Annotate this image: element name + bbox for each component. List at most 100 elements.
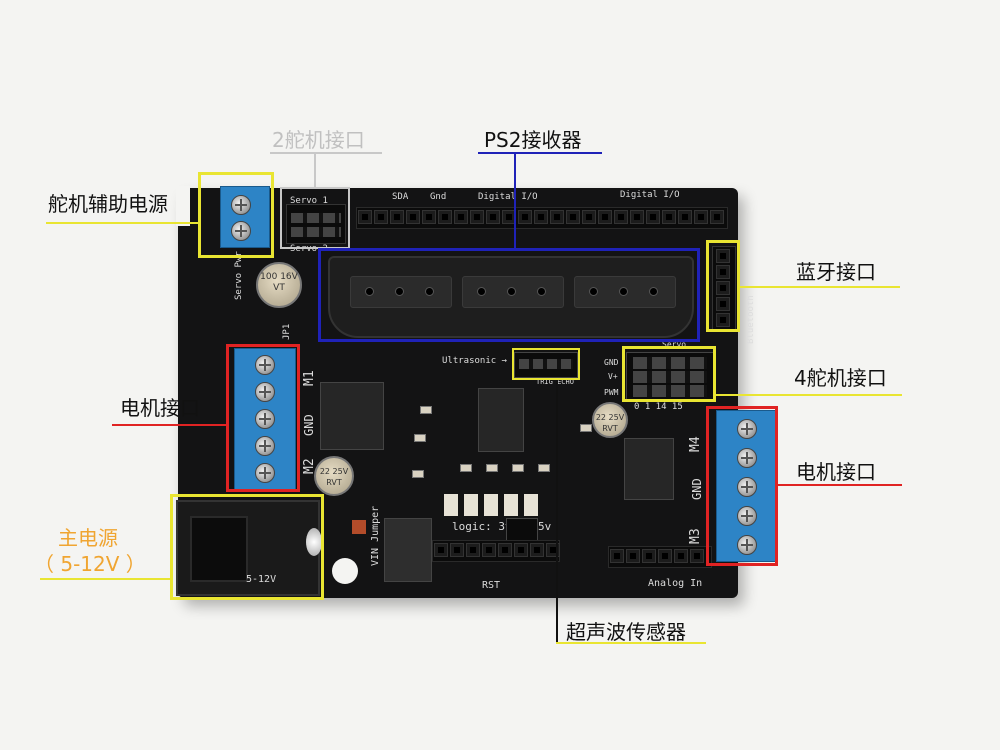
label-motor-port-left: 电机接口 (120, 396, 200, 420)
label-ultrasonic-sensor: 超声波传感器 (566, 620, 686, 644)
voltage-regulator (384, 518, 432, 582)
silk-servo2: Servo 2 (290, 244, 328, 254)
silk-servo-hdr: Servo (662, 340, 687, 349)
terminal-screw (737, 419, 757, 439)
silk-trig-echo: TRIG ECHO (536, 378, 574, 386)
smd-component (414, 434, 426, 442)
terminal-screw (255, 409, 275, 429)
smd-component (486, 464, 498, 472)
ultrasonic-header (514, 352, 578, 378)
motor-terminal-m3-m4 (716, 410, 776, 562)
silk-pwm-numbers: 0 1 14 15 (634, 402, 683, 412)
pwm-driver-chip (478, 388, 524, 452)
callout-line-ultrasonic-vertical (556, 380, 558, 642)
silk-m4: M4 (688, 436, 703, 452)
bluetooth-header (712, 246, 736, 330)
callout-line-servo2-port (270, 152, 382, 154)
callout-line-servo2-port-vertical (314, 152, 316, 188)
silk-digital-io-2: Digital I/O (620, 190, 680, 200)
servo2-port-highlight (280, 187, 350, 249)
label-ps2-receiver: PS2接收器 (484, 128, 582, 152)
smd-component (512, 464, 524, 472)
silk-gnd-right: GND (690, 478, 704, 500)
label-main-power: 主电源 (58, 526, 118, 550)
digital-io-header (356, 207, 728, 229)
silk-m3: M3 (688, 528, 703, 544)
terminal-screw (737, 535, 757, 555)
silk-m1: M1 (302, 370, 317, 386)
ultrasonic-highlight (512, 348, 580, 380)
callout-line-ultrasonic (556, 642, 706, 644)
label-main-power-range: （ 5-12V ） (34, 552, 146, 576)
silk-v-plus: V+ (608, 372, 618, 381)
servo4-port-highlight (622, 346, 716, 402)
smd-component (412, 470, 424, 478)
callout-line-ps2-receiver-vertical (514, 152, 516, 248)
analog-header (608, 546, 712, 568)
silk-servo-pwr: Servo Pwr (234, 251, 244, 300)
silk-bluetooth: Bluetooth (746, 295, 756, 344)
callout-line-bluetooth-port (740, 286, 900, 288)
main-power-highlight (170, 494, 324, 600)
label-servo-aux-power: 舵机辅助电源 (48, 192, 168, 216)
motor-driver-chip-right (624, 438, 674, 500)
terminal-screw (737, 506, 757, 526)
label-motor-port-right: 电机接口 (796, 460, 876, 484)
silk-gnd-left: GND (302, 414, 316, 436)
label-bluetooth-port: 蓝牙接口 (796, 260, 876, 284)
callout-line-main-power (40, 578, 170, 580)
bluetooth-port-highlight (706, 240, 740, 332)
power-header (432, 540, 560, 562)
silk-5-12v: 5-12V (246, 574, 277, 585)
smd-component (538, 464, 550, 472)
board-edge-notch (176, 186, 190, 226)
electrolytic-capacitor-large: 100 16V VT (256, 262, 302, 308)
motor-port-right-highlight (706, 406, 778, 566)
silk-pwm: PWM (604, 388, 619, 397)
mounting-hole (332, 558, 358, 584)
motor-port-left-highlight (226, 344, 300, 492)
terminal-screw (255, 355, 275, 375)
vin-jumper-pad (352, 520, 366, 534)
electrolytic-capacitor-small-left: 22 25V RVT (314, 456, 354, 496)
logic-jumper-pads (444, 494, 544, 516)
terminal-screw (255, 382, 275, 402)
silk-jp1: JP1 (282, 323, 292, 340)
terminal-screw (255, 436, 275, 456)
silk-gnd: Gnd (430, 192, 447, 202)
servo-aux-power-highlight (198, 172, 274, 258)
silk-rst: RST (482, 580, 501, 591)
silk-logic: logic: 3v (452, 520, 512, 533)
smd-component (460, 464, 472, 472)
silk-analog-in: Analog In (648, 578, 703, 589)
callout-line-ps2-receiver (478, 152, 602, 154)
smd-component (580, 424, 592, 432)
silk-ultrasonic: Ultrasonic → (442, 356, 508, 366)
ps2-receiver-highlight (318, 248, 700, 342)
callout-line-motor-port-right (778, 484, 902, 486)
callout-line-servo-aux-power (46, 222, 198, 224)
silk-digital-io-1: Digital I/O (478, 192, 538, 202)
ps2-receiver-connector (328, 256, 694, 338)
callout-line-servo4-port (716, 394, 902, 396)
label-servo4-port: 4舵机接口 (794, 366, 887, 390)
silk-5v: 5v (538, 520, 552, 533)
motor-terminal-m1-m2 (234, 348, 296, 490)
dc-barrel-jack (176, 500, 322, 596)
motor-driver-chip-left (320, 382, 384, 450)
terminal-screw (231, 195, 251, 215)
callout-line-motor-port-left (112, 424, 226, 426)
electrolytic-capacitor-small-right: 22 25V RVT (592, 402, 628, 438)
terminal-screw (737, 448, 757, 468)
label-servo2-port: 2舵机接口 (272, 128, 365, 152)
silk-servo1: Servo 1 (290, 196, 328, 206)
terminal-screw (255, 463, 275, 483)
servo-aux-power-terminal (220, 186, 270, 248)
silk-gnd-pin: GND (604, 358, 619, 367)
terminal-screw (231, 221, 251, 241)
smd-component (420, 406, 432, 414)
silk-vin-jumper: VIN Jumper (370, 505, 381, 566)
servo-2-header (286, 204, 346, 244)
silk-sda: SDA (392, 192, 409, 202)
terminal-screw (737, 477, 757, 497)
